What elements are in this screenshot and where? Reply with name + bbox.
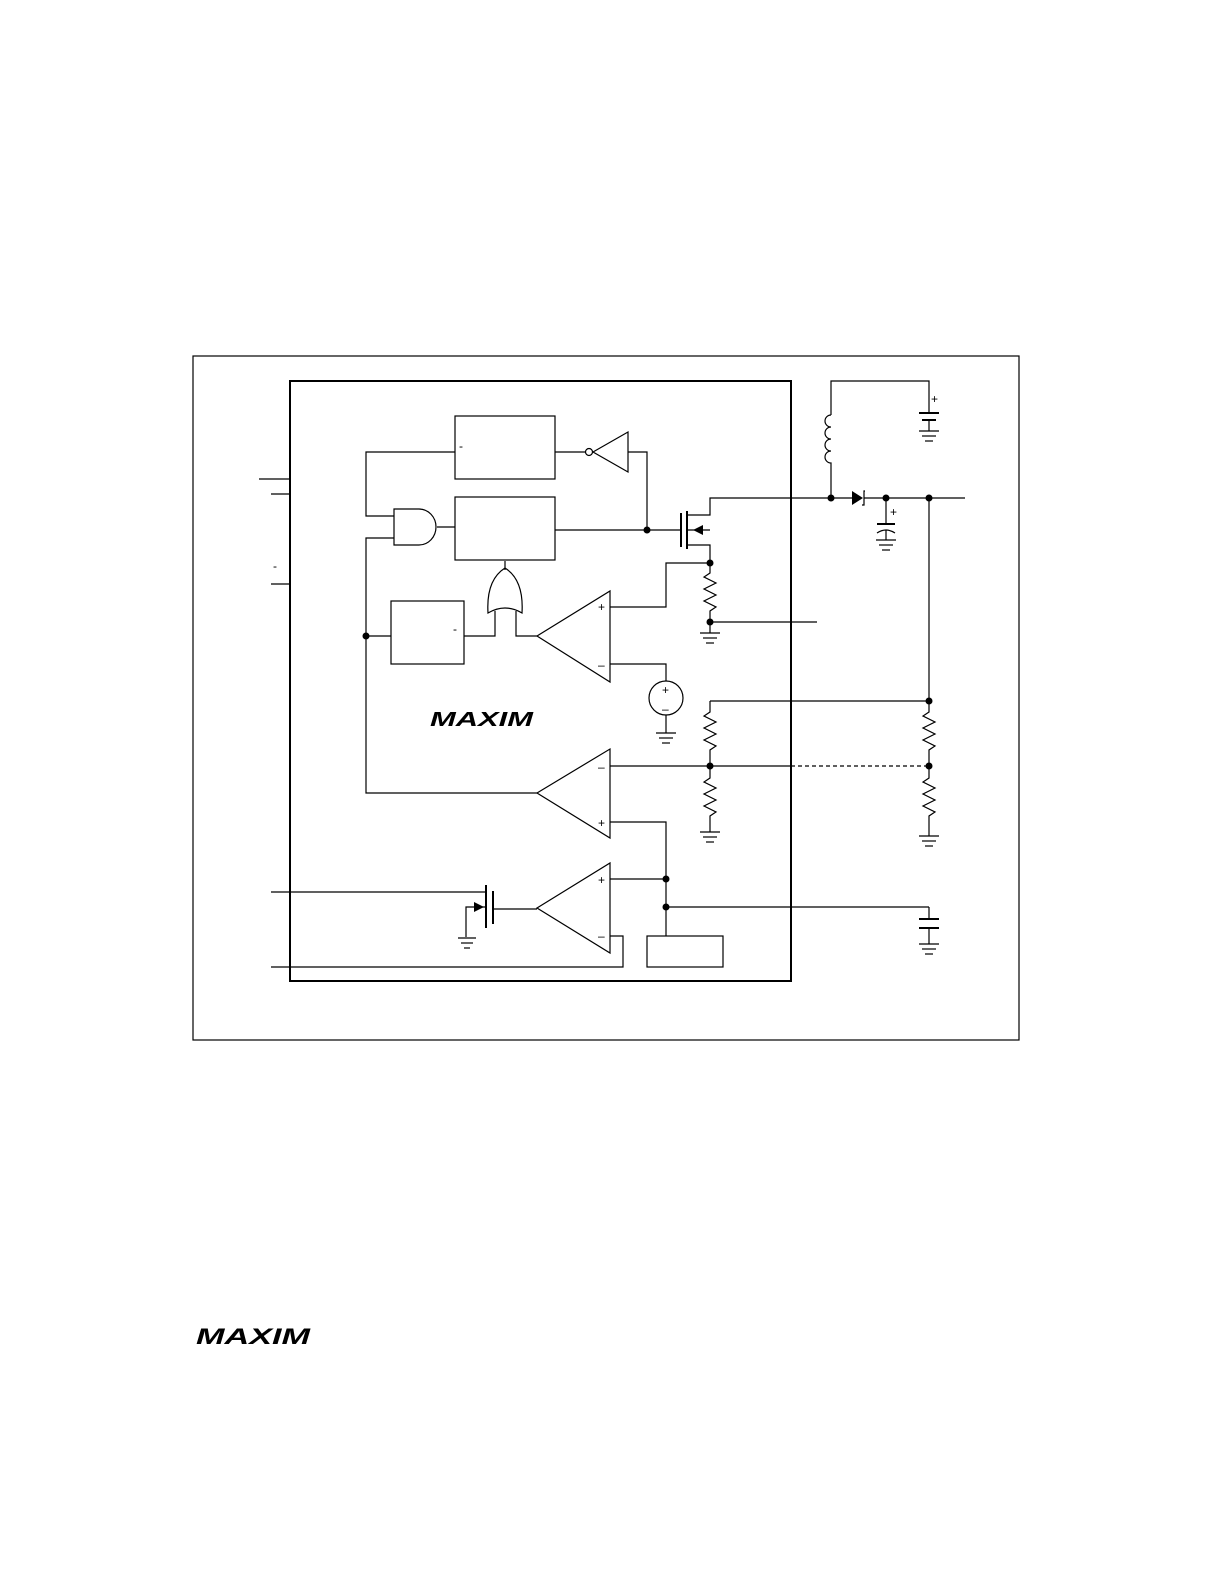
maxim-logo: MAXIM xyxy=(430,709,535,731)
error-comparator xyxy=(535,747,611,840)
pin-label-minus: - xyxy=(273,559,277,573)
svg-text:+: + xyxy=(931,392,938,406)
reference-amplifier xyxy=(535,861,611,955)
top-block-label: - xyxy=(459,439,463,453)
output-capacitor: + xyxy=(876,498,897,551)
reference-source: + – xyxy=(648,680,684,744)
or-gate xyxy=(487,567,523,615)
top-block xyxy=(454,415,556,480)
schottky-diode xyxy=(831,490,965,506)
svg-text:+: + xyxy=(890,505,897,519)
reference-block xyxy=(646,935,724,968)
input-battery: + xyxy=(830,380,939,442)
oscillator-label: - xyxy=(453,622,457,636)
oscillator-block xyxy=(390,600,465,665)
figure-frame xyxy=(192,355,1020,1041)
svg-text:+: + xyxy=(598,600,605,614)
ground-symbol xyxy=(700,830,720,843)
svg-text:–: – xyxy=(598,929,605,943)
inverter xyxy=(584,430,629,474)
svg-text:+: + xyxy=(598,873,605,887)
svg-text:+: + xyxy=(598,816,605,830)
svg-text:–: – xyxy=(662,702,669,716)
ground-symbol xyxy=(919,834,939,847)
power-mosfet xyxy=(680,497,831,563)
bypass-capacitor xyxy=(919,907,939,955)
current-comparator xyxy=(535,589,611,684)
ic-body xyxy=(289,380,792,982)
driver-block xyxy=(454,496,556,561)
shutdown-mosfet xyxy=(271,885,537,949)
and-gate xyxy=(393,508,437,546)
junction-dot xyxy=(643,526,651,534)
ground-symbol xyxy=(700,622,720,644)
footer-maxim-logo: MAXIM xyxy=(196,1324,311,1349)
left-pins: - xyxy=(259,478,290,585)
svg-text:–: – xyxy=(598,658,605,672)
inductor xyxy=(824,414,832,498)
svg-text:+: + xyxy=(662,683,669,697)
svg-text:–: – xyxy=(598,760,605,774)
